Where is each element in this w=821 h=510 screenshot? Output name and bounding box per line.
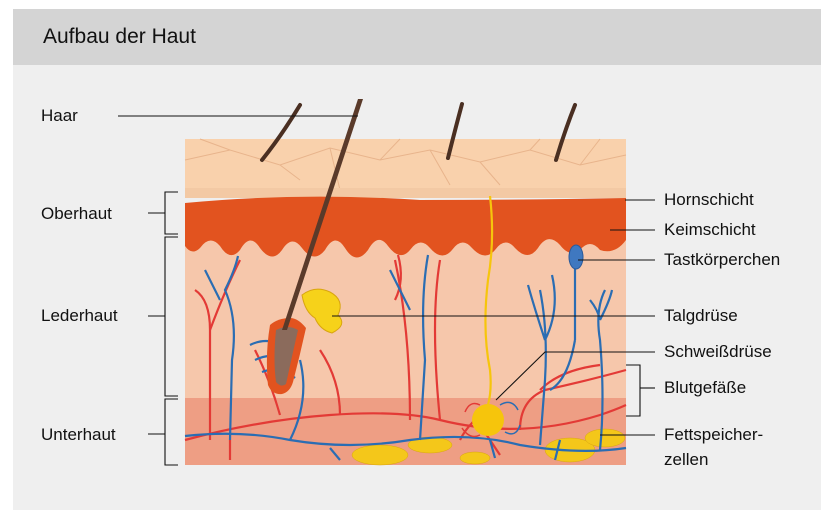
label-horny-layer: Hornschicht — [664, 190, 754, 210]
label-germinal-layer: Keimschicht — [664, 220, 756, 240]
label-subcutis: Unterhaut — [41, 425, 116, 445]
left-brackets — [148, 192, 178, 465]
sweat-gland — [472, 404, 504, 436]
label-fat-cells-1: Fettspeicher- — [664, 425, 763, 445]
horny-layer — [185, 188, 626, 198]
label-blood-vessels: Blutgefäße — [664, 378, 746, 398]
label-dermis: Lederhaut — [41, 306, 118, 326]
touch-corpuscle — [569, 245, 583, 269]
label-sebaceous-gland: Talgdrüse — [664, 306, 738, 326]
label-sweat-gland: Schweißdrüse — [664, 342, 772, 362]
label-hair: Haar — [41, 106, 78, 126]
label-touch-corpuscle: Tastkörperchen — [664, 250, 780, 270]
label-epidermis: Oberhaut — [41, 204, 112, 224]
label-fat-cells-2: zellen — [664, 450, 708, 470]
